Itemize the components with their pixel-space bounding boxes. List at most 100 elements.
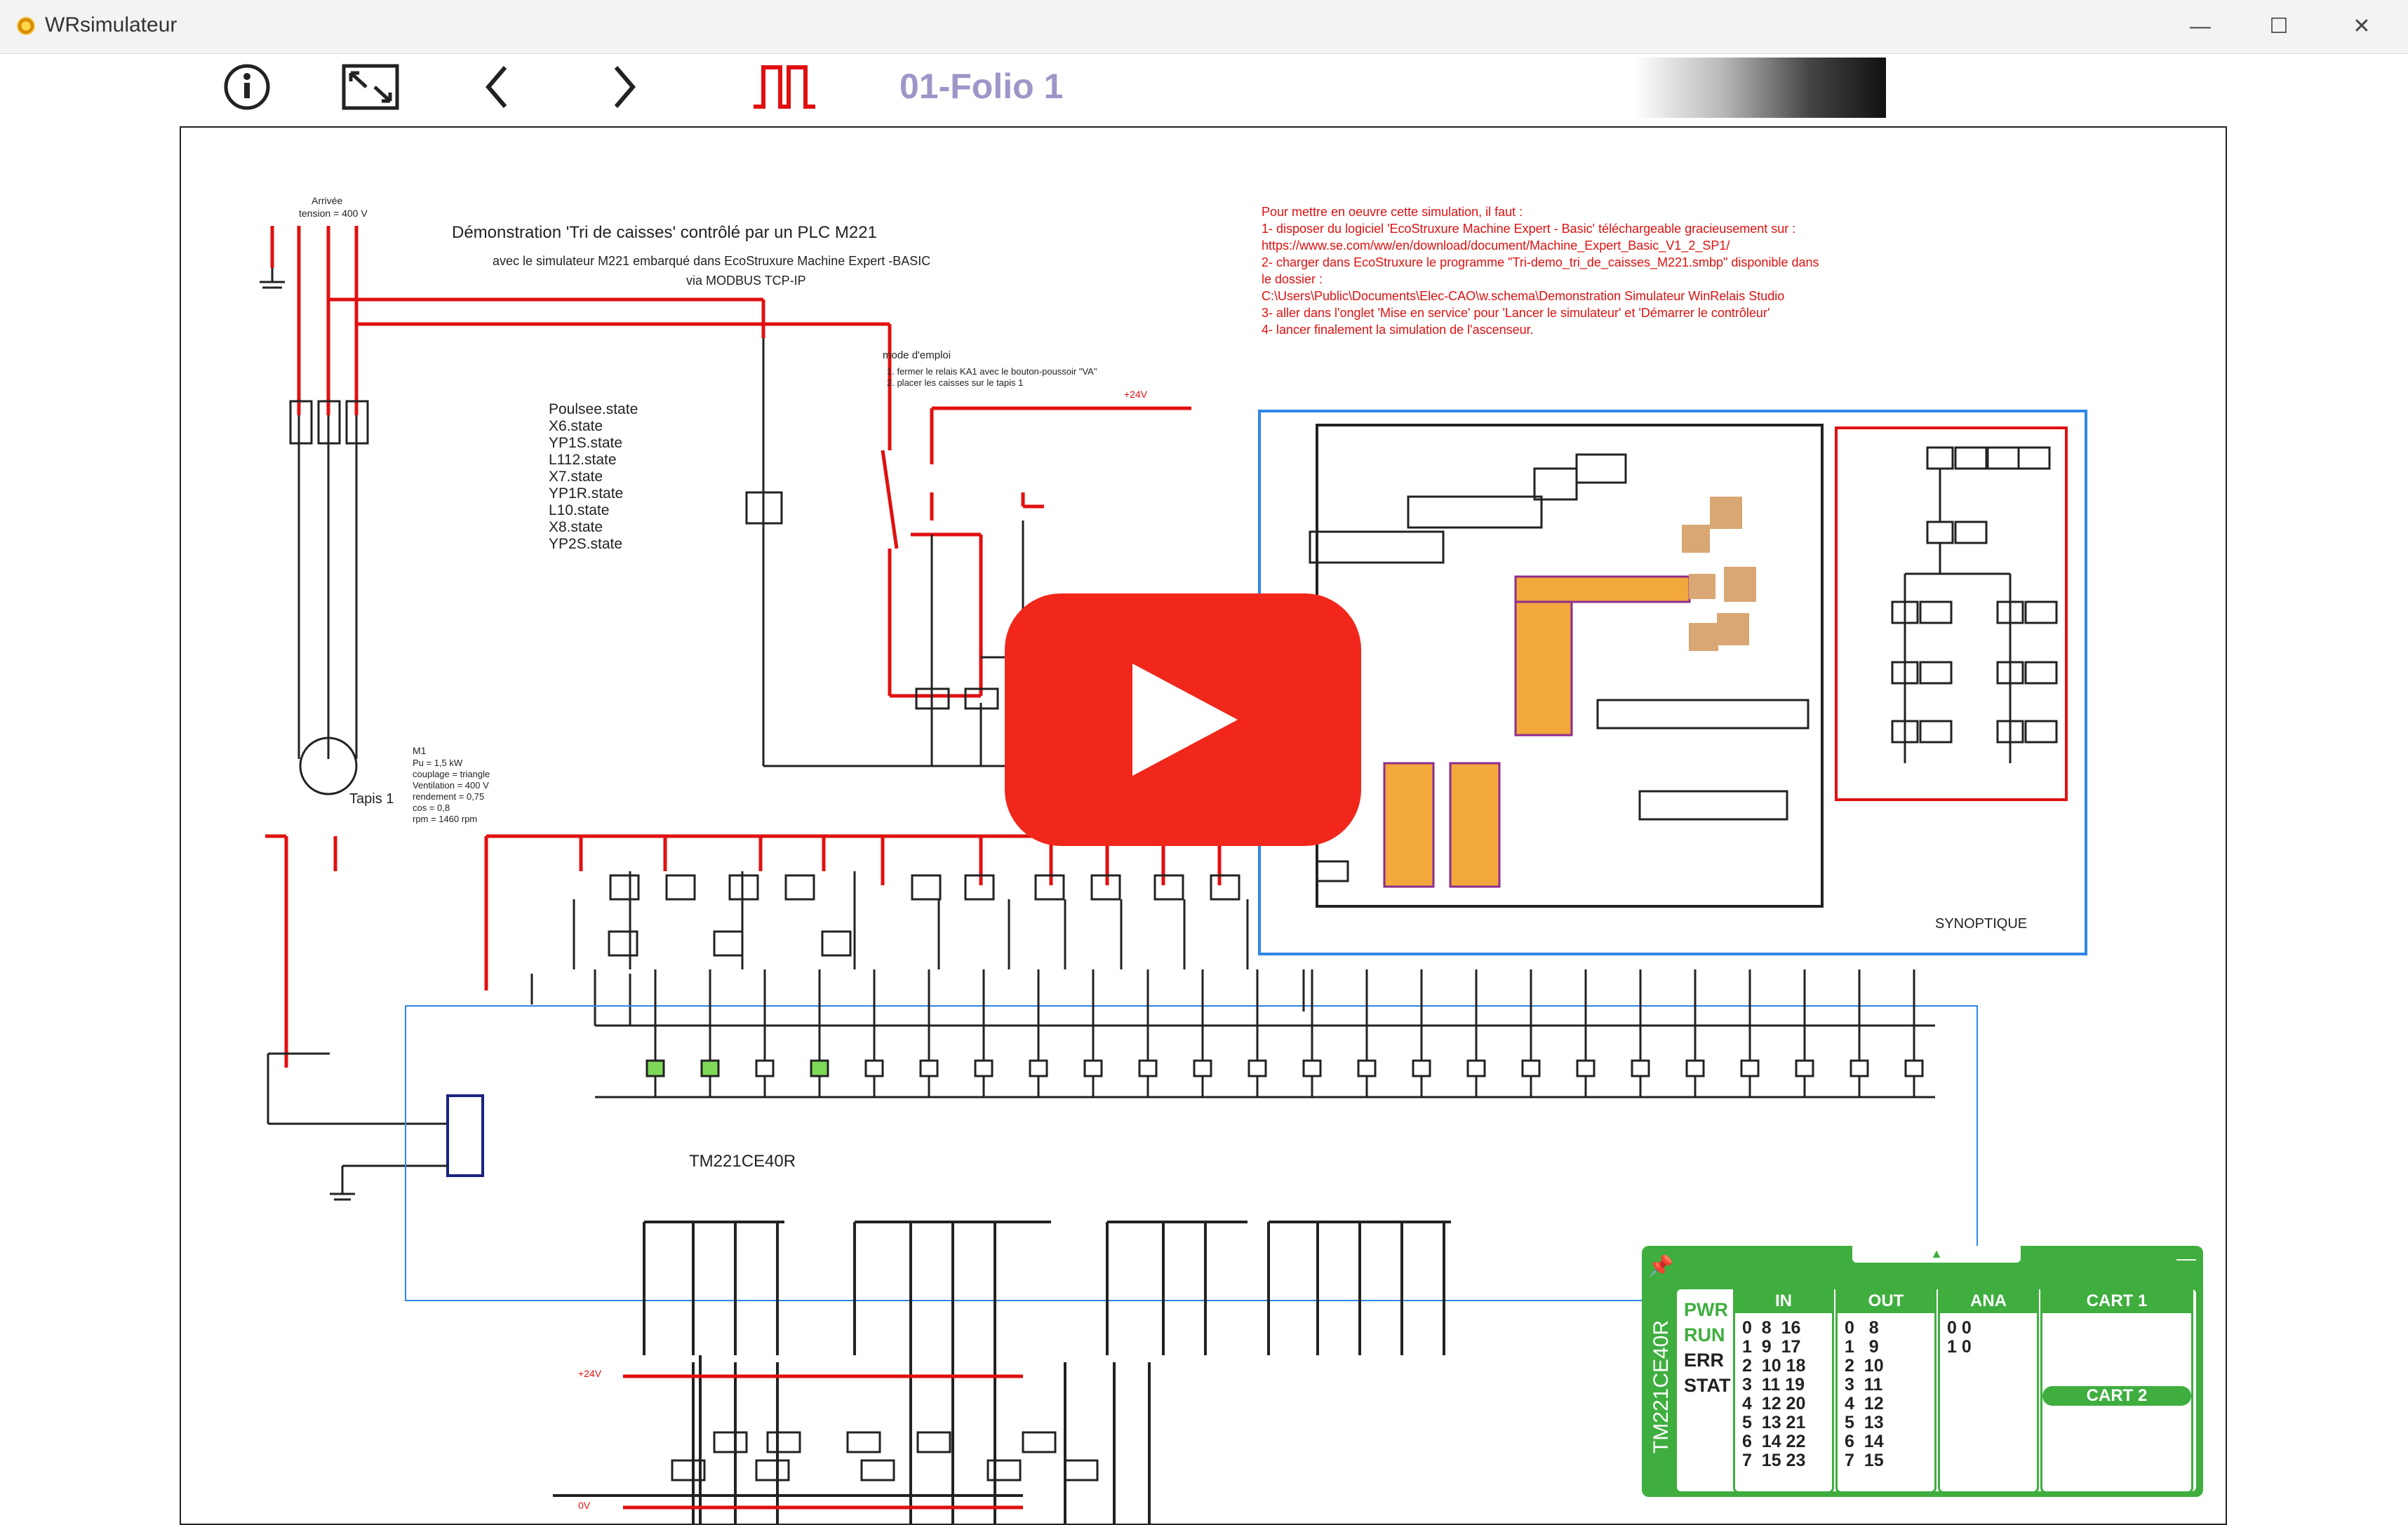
in-header: IN bbox=[1735, 1289, 1832, 1313]
state-item: X8.state bbox=[549, 519, 603, 535]
input-terminal[interactable] bbox=[1412, 1059, 1431, 1077]
in-column: IN 0 8 16 1 9 17 2 10 18 3 11 19 4 12 20… bbox=[1733, 1289, 1834, 1493]
plc-status-panel[interactable]: 📌 ▲ — TM221CE40R PWR RUN ERR STAT IN 0 8… bbox=[1642, 1246, 2203, 1497]
previous-icon[interactable] bbox=[469, 60, 528, 114]
input-terminal[interactable] bbox=[1631, 1059, 1650, 1077]
plc-model-vertical: TM221CE40R bbox=[1646, 1291, 1673, 1489]
input-terminal[interactable] bbox=[646, 1059, 665, 1077]
mode-emploi-label: mode d'emploi bbox=[883, 349, 951, 361]
info-icon[interactable] bbox=[218, 60, 276, 114]
plc-model-label: TM221CE40R bbox=[689, 1152, 796, 1171]
schematic-title: Démonstration 'Tri de caisses' contrôlé … bbox=[452, 223, 877, 242]
input-terminal[interactable] bbox=[864, 1059, 884, 1077]
tapis-1-label: Tapis 1 bbox=[349, 791, 394, 807]
plus24-top-label: +24V bbox=[1124, 389, 1148, 400]
window-title-bar: WRsimulateur — ☐ ✕ bbox=[0, 0, 2408, 54]
play-icon[interactable] bbox=[1005, 593, 1361, 846]
panel-minimize-button[interactable]: — bbox=[2176, 1247, 2196, 1269]
instruction-line: le dossier : bbox=[1262, 272, 1323, 286]
schematic-subtitle-2: via MODBUS TCP-IP bbox=[686, 274, 806, 288]
cart-column: CART 1 CART 2 bbox=[2040, 1289, 2193, 1493]
next-icon[interactable] bbox=[594, 60, 653, 114]
schematic-wiring bbox=[260, 226, 1978, 1524]
plus24-bottom-label: +24V bbox=[578, 1368, 602, 1379]
tension-label: tension = 400 V bbox=[299, 208, 368, 219]
motor-properties: Pu = 1,5 kW couplage = triangle Ventilat… bbox=[413, 758, 490, 824]
in-values: 0 8 16 1 9 17 2 10 18 3 11 19 4 12 20 5 … bbox=[1742, 1318, 1806, 1470]
out-column: OUT 0 8 1 9 2 10 3 11 4 12 5 13 6 14 7 1… bbox=[1835, 1289, 1937, 1493]
input-terminal[interactable] bbox=[700, 1059, 720, 1077]
state-item: YP1S.state bbox=[549, 435, 623, 451]
instruction-line: 3- aller dans l'onglet 'Mise en service'… bbox=[1262, 306, 1770, 320]
instructions-block: Pour mettre en oeuvre cette simulation, … bbox=[1262, 203, 1893, 338]
mode-emploi-step-2: 2. placer les caisses sur le tapis 1 bbox=[887, 377, 1024, 388]
input-terminal[interactable] bbox=[974, 1059, 994, 1077]
zero-volt-label: 0V bbox=[578, 1500, 591, 1511]
maximize-button[interactable]: ☐ bbox=[2269, 15, 2289, 38]
input-terminal[interactable] bbox=[1795, 1059, 1814, 1077]
state-item: L10.state bbox=[549, 502, 610, 518]
plc-status-body: PWR RUN ERR STAT IN 0 8 16 1 9 17 2 10 1… bbox=[1677, 1289, 2196, 1493]
input-terminal[interactable] bbox=[810, 1059, 829, 1077]
arrivee-label: Arrivée bbox=[312, 195, 343, 206]
led-err: ERR bbox=[1684, 1350, 1725, 1371]
window-title: WRsimulateur bbox=[45, 13, 178, 36]
synoptic-panel[interactable] bbox=[1258, 410, 2087, 955]
play-triangle-icon bbox=[1132, 664, 1238, 776]
input-terminal[interactable] bbox=[755, 1059, 775, 1077]
input-terminal[interactable] bbox=[1904, 1059, 1924, 1077]
state-item: YP1R.state bbox=[549, 485, 624, 502]
led-run: RUN bbox=[1684, 1324, 1725, 1345]
folio-title: 01-Folio 1 bbox=[899, 67, 1064, 106]
close-button[interactable]: ✕ bbox=[2353, 15, 2371, 38]
app-logo-icon bbox=[17, 17, 35, 35]
instruction-line: Pour mettre en oeuvre cette simulation, … bbox=[1262, 205, 1523, 219]
input-terminal[interactable] bbox=[1083, 1059, 1103, 1077]
signal-icon[interactable] bbox=[749, 60, 820, 114]
input-terminal[interactable] bbox=[1357, 1059, 1377, 1077]
pin-icon[interactable]: 📌 bbox=[1647, 1255, 1674, 1278]
input-terminal[interactable] bbox=[1850, 1059, 1869, 1077]
input-terminal[interactable] bbox=[1576, 1059, 1596, 1077]
input-terminal[interactable] bbox=[1466, 1059, 1486, 1077]
input-terminal[interactable] bbox=[1521, 1059, 1541, 1077]
cart1-header: CART 1 bbox=[2042, 1289, 2191, 1313]
state-item: X6.state bbox=[549, 418, 603, 434]
led-stat: STAT bbox=[1684, 1375, 1731, 1396]
instruction-line: 4- lancer finalement la simulation de l'… bbox=[1262, 323, 1534, 337]
state-item: L112.state bbox=[549, 452, 617, 468]
synoptic-label: SYNOPTIQUE bbox=[1935, 916, 2028, 932]
state-item: X7.state bbox=[549, 469, 603, 485]
input-terminal[interactable] bbox=[1740, 1059, 1760, 1077]
instruction-line: 2- charger dans EcoStruxure le programme… bbox=[1262, 255, 1819, 269]
ana-column: ANA 0 0 1 0 bbox=[1938, 1289, 2039, 1493]
input-terminal[interactable] bbox=[919, 1059, 939, 1077]
state-item: YP2S.state bbox=[549, 536, 623, 552]
fullscreen-icon[interactable] bbox=[341, 60, 400, 114]
led-pwr: PWR bbox=[1684, 1299, 1728, 1320]
ana-values: 0 0 1 0 bbox=[1947, 1318, 1972, 1357]
motor-label: M1 bbox=[413, 745, 427, 756]
input-terminal[interactable] bbox=[1302, 1059, 1322, 1077]
input-terminal[interactable] bbox=[1248, 1059, 1267, 1077]
collapse-panel-button[interactable]: ▲ bbox=[1852, 1246, 2021, 1263]
input-terminal[interactable] bbox=[1138, 1059, 1158, 1077]
plc-model-text: TM221CE40R bbox=[1650, 1319, 1673, 1454]
minimize-button[interactable]: — bbox=[2190, 15, 2211, 38]
schematic-subtitle-1: avec le simulateur M221 embarqué dans Ec… bbox=[493, 254, 931, 268]
zoom-gradient-bar[interactable] bbox=[1635, 58, 1886, 118]
state-item: Poulsee.state bbox=[549, 401, 638, 417]
cart2-header: CART 2 bbox=[2042, 1386, 2191, 1406]
mode-emploi-step-1: 1. fermer le relais KA1 avec le bouton-p… bbox=[887, 366, 1097, 377]
input-terminal[interactable] bbox=[1193, 1059, 1212, 1077]
input-terminal[interactable] bbox=[1685, 1059, 1705, 1077]
out-values: 0 8 1 9 2 10 3 11 4 12 5 13 6 14 7 15 bbox=[1845, 1318, 1884, 1470]
out-header: OUT bbox=[1838, 1289, 1934, 1313]
instruction-line: 1- disposer du logiciel 'EcoStruxure Mac… bbox=[1262, 222, 1796, 236]
input-terminal[interactable] bbox=[1029, 1059, 1048, 1077]
synoptic-drawing bbox=[1309, 424, 2068, 908]
ana-header: ANA bbox=[1940, 1289, 2037, 1313]
instruction-line: https://www.se.com/ww/en/download/docume… bbox=[1262, 239, 1730, 253]
instruction-line: C:\Users\Public\Documents\Elec-CAO\w.sch… bbox=[1262, 289, 1785, 303]
